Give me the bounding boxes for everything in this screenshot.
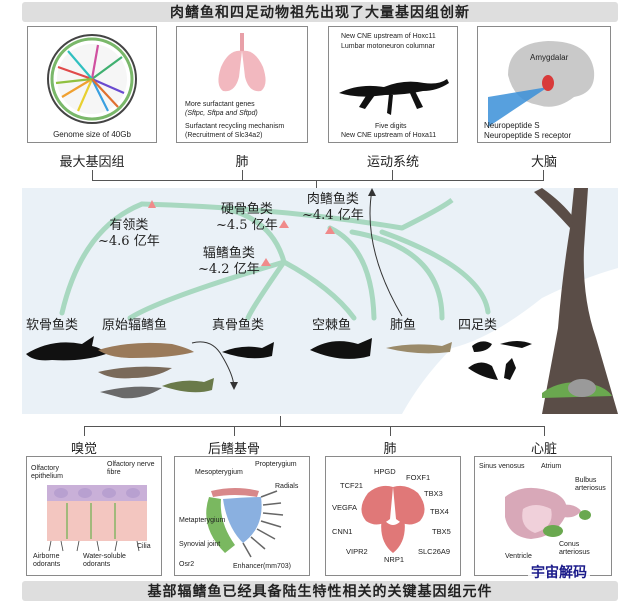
locomotion-line-3: Five digits [375,123,407,130]
panel-genome: Genome size of 40Gb [27,26,157,143]
category-lung-top: 肺 [235,155,249,170]
category-locomotion: 运动系统 [366,155,419,170]
node-label-sarcopterygii: 肉鳍鱼类~4.4 亿年 [302,192,364,224]
gene-foxf1: FOXF1 [406,473,431,482]
heart-label-sinus: Sinus venosus [479,463,525,470]
heart-label-ventricle: Ventricle [505,553,532,560]
gene-slc26a9: SLC26A9 [418,547,451,556]
node-label-osteichthyes: 硬骨鱼类~4.5 亿年 [216,202,278,234]
gene-nrp1: NRP1 [384,555,405,564]
node-gnathostome [148,200,156,208]
locomotion-line-1: New CNE upstream of Hoxc11 [341,33,436,40]
gene-tbx3: TBX3 [424,489,443,498]
locomotion-line-4: New CNE upstream of Hoxa11 [341,132,437,139]
watermark: 宇宙解码 [528,562,590,582]
bird-icon [468,362,498,380]
panel-lung-top: More surfactant genes (Sftpc, Sftpa and … [176,26,308,143]
genome-circos-icon [47,34,137,124]
phylogeny-scene: 有领类~4.6 亿年 硬骨鱼类~4.5 亿年 肉鳍鱼类~4.4 亿年 辐鳍鱼类~… [22,188,618,414]
fin-label-metapterygium: Metapterygium [179,517,226,524]
category-largest-genome: 最大基因组 [59,155,125,170]
fin-label-enhancer: Enhancer(mm703) [233,563,291,570]
olf-label-epithelium: Olfactory epithelium [31,465,63,481]
fin-label-propterygium: Propterygium [255,461,297,468]
node-label-gnathostome: 有领类~4.6 亿年 [98,218,160,250]
bichir-icon [98,342,194,358]
frog-icon [472,341,492,352]
category-metapterygium: 后鳍基骨 [207,442,260,457]
category-brain: 大脑 [530,155,557,170]
heart-label-bulbus: Bulbus arteriosus [575,477,606,493]
taxon-tetrapod: 四足类 [458,318,498,333]
fin-label-mesopterygium: Mesopterygium [195,469,243,476]
brain-line-2: Neuropeptide S receptor [484,131,572,140]
gene-tbx5: TBX5 [432,527,451,536]
taxon-teleost: 真骨鱼类 [212,318,265,333]
gar-icon [162,378,214,393]
taxon-coelacanth: 空棘鱼 [312,318,352,333]
gene-hpgd: HPGD [374,467,396,476]
sturgeon-icon [98,366,172,379]
lung-top-line-1: More surfactant genes [185,101,255,108]
coelacanth-icon [310,338,372,359]
category-lung-bottom: 肺 [383,442,397,457]
lung-top-line-2: (Sftpc, Sftpa and Sftpd) [185,110,258,117]
category-heart: 心脏 [530,442,557,457]
panel-lung-bottom: HPGD TCF21 FOXF1 TBX3 VEGFA TBX4 CNN1 TB… [325,456,461,576]
node-label-actinopterygii: 辐鳍鱼类~4.2 亿年 [198,246,260,278]
gene-vipr2: VIPR2 [346,547,368,556]
gene-vegfa: VEGFA [332,503,358,512]
gene-cnn1: CNN1 [332,527,353,536]
lung-genes-icon [361,485,425,553]
brain-label-top: Amygdalar [530,53,569,62]
heart-label-atrium: Atrium [541,463,562,470]
taxon-basal-actinopterygii: 原始辐鳍鱼 [102,318,168,333]
panel-heart: Sinus venosus Atrium Bulbus arteriosus C… [474,456,612,576]
olf-label-cilia: Cilia [137,543,151,550]
phylogeny-tree [26,188,618,414]
lungfish-icon [386,342,452,354]
panel-brain: Amygdalar Neuropeptide S Neuropeptide S … [477,26,611,143]
fin-label-osr2: Osr2 [179,561,195,568]
brain-line-1: Neuropeptide S [484,121,540,130]
locomotion-line-2: Lumbar motoneuron columnar [341,43,435,50]
lung-top-line-3: Surfactant recycling mechanism [185,123,285,130]
salamander-icon [339,79,449,115]
paddlefish-icon [100,386,162,399]
shark-icon [26,336,106,361]
bottom-banner: 基部辐鳍鱼已经具备陆生特性相关的关键基因组元件 [22,581,618,601]
olf-label-nerve: Olfactory nerve fibre [107,461,155,477]
fin-skeleton-icon [206,488,284,558]
teleost-icon [222,342,274,359]
lizard-icon [500,341,532,348]
olf-label-airborne: Airborne odorants [33,553,61,569]
lung-icon [218,33,266,92]
panel-fin: Mesopterygium Propterygium Radials Metap… [174,456,310,576]
lung-top-line-4: (Recruitment of Slc34a2) [185,132,263,139]
top-banner: 肉鳍鱼和四足动物祖先出现了大量基因组创新 [22,2,618,22]
heart-icon [505,487,591,539]
taxon-lungfish: 肺鱼 [390,318,417,333]
category-olfaction: 嗅觉 [70,442,97,457]
olfactory-epithelium-icon [47,485,147,552]
brain-icon [488,41,595,127]
gene-tbx4: TBX4 [430,507,449,516]
taxon-chondrichthyes: 软骨鱼类 [26,318,79,333]
panel-locomotion: New CNE upstream of Hoxc11 Lumbar motone… [328,26,458,143]
human-icon [504,358,516,380]
fin-label-radials: Radials [275,483,299,490]
panel-olfaction: Olfactory epithelium Olfactory nerve fib… [26,456,162,576]
olf-label-water: Water-soluble odorants [83,553,126,569]
fin-label-joint: Synovial joint [179,541,221,548]
gene-tcf21: TCF21 [340,481,363,490]
genome-caption: Genome size of 40Gb [53,130,131,139]
heart-label-conus: Conus arteriosus [559,541,590,557]
